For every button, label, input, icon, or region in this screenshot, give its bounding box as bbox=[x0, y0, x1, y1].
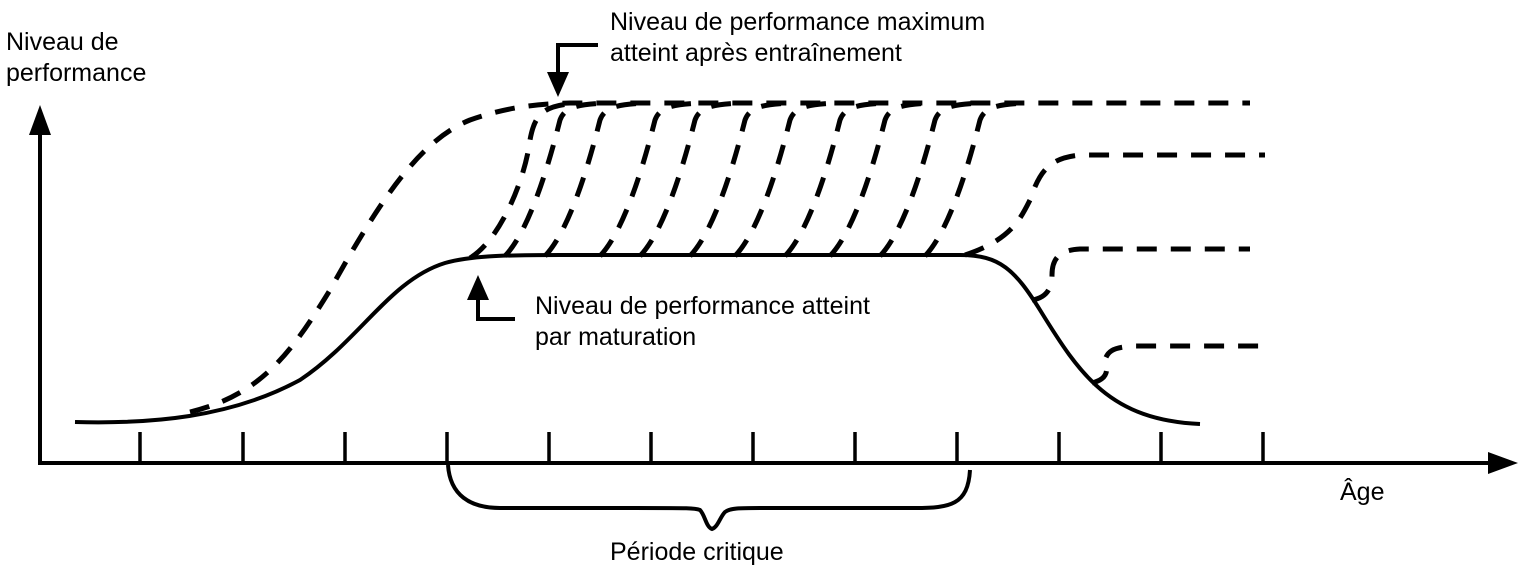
axes bbox=[38, 135, 1490, 465]
late-training-curve-3 bbox=[1091, 343, 1265, 386]
critical-period-brace bbox=[446, 464, 972, 532]
max-level-pointer bbox=[547, 43, 598, 97]
late-training-curve-1 bbox=[964, 152, 1265, 258]
max-level-annotation: Niveau de performance maximum atteint ap… bbox=[610, 8, 986, 67]
maturation-level-pointer bbox=[467, 275, 515, 321]
fan-curve-5 bbox=[638, 100, 746, 258]
maturation-level-annotation: Niveau de performance atteint par matura… bbox=[535, 292, 870, 351]
fan-curve-10 bbox=[878, 100, 986, 258]
training-curves bbox=[189, 100, 1265, 415]
fan-curve-11 bbox=[923, 100, 1031, 258]
x-axis-arrow-icon bbox=[1488, 452, 1518, 474]
arrow-down-icon bbox=[547, 72, 569, 97]
arrow-up-icon bbox=[467, 275, 489, 300]
early-training-curve bbox=[189, 100, 1250, 415]
x-axis-ticks bbox=[138, 432, 1265, 463]
x-axis-label: Âge bbox=[1340, 478, 1385, 506]
late-training-curve-2 bbox=[1031, 246, 1250, 303]
y-axis-arrow-icon bbox=[29, 105, 51, 135]
fan-curve-6 bbox=[688, 100, 796, 258]
fan-curve-2 bbox=[503, 100, 611, 258]
fan-curve-9 bbox=[828, 100, 936, 258]
fan-curve-3 bbox=[543, 100, 651, 258]
critical-period-label: Période critique bbox=[610, 538, 784, 566]
fan-curve-1 bbox=[468, 100, 581, 261]
fan-curve-4 bbox=[598, 100, 706, 258]
y-axis-label: Niveau de performance bbox=[6, 28, 147, 87]
fan-curve-8 bbox=[783, 100, 891, 258]
fan-curve-7 bbox=[733, 100, 841, 258]
